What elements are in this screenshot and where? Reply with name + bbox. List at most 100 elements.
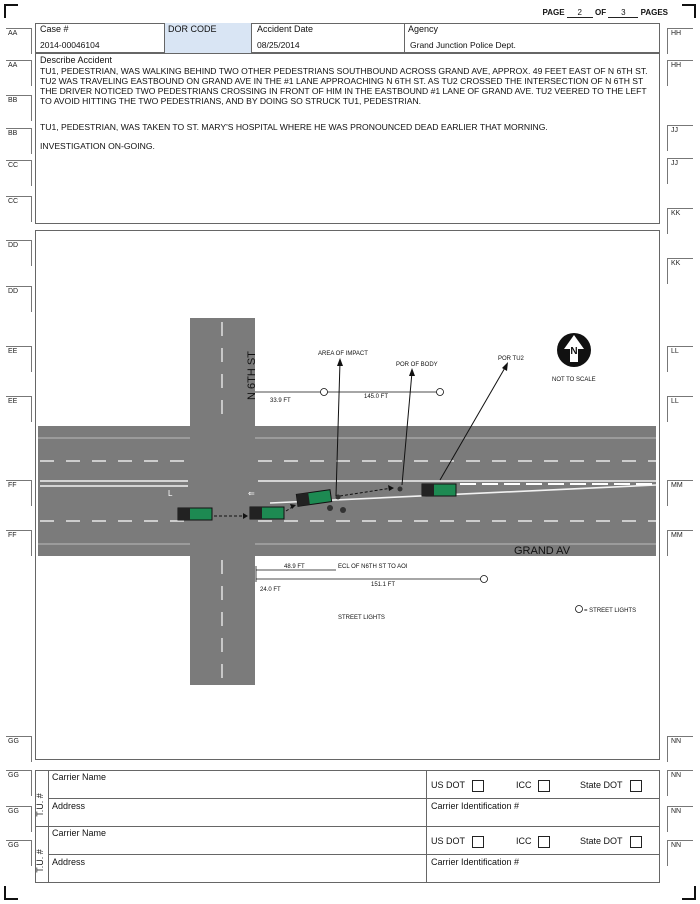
us-dot-checkbox[interactable]: [472, 836, 484, 848]
margin-label-left: AA: [6, 28, 32, 54]
icc-label: ICC: [516, 836, 532, 846]
state-dot-label: State DOT: [580, 780, 623, 790]
agency-value: Grand Junction Police Dept.: [410, 40, 516, 50]
page-of-label: OF: [595, 8, 607, 17]
margin-label-left: EE: [6, 346, 32, 372]
margin-label-left: CC: [6, 196, 32, 222]
page-current: 2: [566, 8, 593, 18]
margin-label-left: GG: [6, 840, 32, 866]
case-value: 2014-00046104: [40, 40, 100, 50]
margin-label-right: MM: [667, 480, 693, 506]
street-lights-legend: = STREET LIGHTS: [584, 608, 636, 614]
carrier-divider-h: [48, 798, 660, 799]
carrier-id-label: Carrier Identification #: [431, 857, 520, 867]
por-of-body-label: POR OF BODY: [396, 362, 438, 368]
margin-label-left: EE: [6, 396, 32, 422]
pedestrians: [327, 486, 403, 513]
icc-checkbox[interactable]: [538, 780, 550, 792]
state-dot-label: State DOT: [580, 836, 623, 846]
describe-accident-label: Describe Accident: [40, 55, 113, 65]
margin-label-left: BB: [6, 128, 32, 154]
margin-label-left: GG: [6, 806, 32, 832]
margin-label-left: BB: [6, 95, 32, 121]
address-label: Address: [52, 857, 86, 867]
dor-code-label: DOR CODE: [168, 24, 217, 34]
describe-accident-box: [35, 53, 660, 224]
address-label: Address: [52, 801, 86, 811]
margin-label-left: FF: [6, 530, 32, 556]
margin-label-right: KK: [667, 258, 693, 284]
describe-paragraph-3: INVESTIGATION ON-GOING.: [40, 141, 155, 151]
vehicle-tu2-final: [421, 483, 457, 497]
carrier-name-label: Carrier Name: [52, 828, 107, 838]
state-dot-checkbox[interactable]: [630, 780, 642, 792]
margin-label-left: AA: [6, 60, 32, 86]
street-lights-label: STREET LIGHTS: [338, 615, 385, 621]
area-of-impact-label: AREA OF IMPACT: [318, 351, 368, 357]
arrow-mark-1: ⇐: [248, 489, 255, 498]
margin-label-right: NN: [667, 736, 693, 762]
north-label: N: [570, 346, 577, 357]
us-dot-checkbox[interactable]: [472, 780, 484, 792]
carrier-id-label: Carrier Identification #: [431, 801, 520, 811]
margin-label-right: JJ: [667, 125, 693, 151]
case-label: Case #: [40, 24, 69, 34]
margin-label-right: NN: [667, 770, 693, 796]
margin-label-left: FF: [6, 480, 32, 506]
dor-code-cell: [164, 23, 252, 53]
margin-label-right: NN: [667, 806, 693, 832]
icc-checkbox[interactable]: [538, 836, 550, 848]
page-label: PAGE: [542, 8, 565, 17]
margin-label-right: KK: [667, 208, 693, 234]
us-dot-label: US DOT: [431, 836, 466, 846]
carrier-divider-h: [48, 854, 660, 855]
margin-label-right: JJ: [667, 158, 693, 184]
icc-label: ICC: [516, 780, 532, 790]
corner-mark-tl: [4, 4, 18, 18]
margin-label-right: HH: [667, 60, 693, 86]
corner-mark-br: [682, 886, 696, 900]
corner-mark-tr: [682, 4, 696, 18]
north-arrow-icon: N: [557, 333, 591, 367]
por-tu2-label: POR TU2: [498, 356, 525, 362]
grand-av-label: GRAND AV: [514, 545, 571, 557]
n-6th-st-label: N 6TH ST: [246, 351, 258, 400]
margin-label-right: LL: [667, 396, 693, 422]
measure-24-0: 24.0 FT: [260, 587, 281, 593]
page-total: 3: [608, 8, 639, 18]
ecl-label: ECL OF N6TH ST TO AOI: [338, 564, 408, 570]
page-indicator: PAGE 2 OF 3 PAGES: [542, 8, 668, 18]
carrier-name-label: Carrier Name: [52, 772, 107, 782]
vehicle-tu2-position-2: [249, 506, 285, 520]
margin-label-right: LL: [667, 346, 693, 372]
pages-label: PAGES: [640, 8, 668, 17]
accident-date-label: Accident Date: [257, 24, 314, 34]
margin-label-left: GG: [6, 736, 32, 762]
corner-mark-bl: [4, 886, 18, 900]
grand-ave-road: [38, 426, 656, 556]
agency-label: Agency: [408, 24, 439, 34]
margin-label-left: DD: [6, 286, 32, 312]
vehicle-tu2-impact: [295, 489, 333, 507]
diagram-box: [35, 230, 660, 760]
margin-label-left: GG: [6, 770, 32, 796]
describe-paragraph-1: TU1, PEDESTRIAN, WAS WALKING BEHIND TWO …: [40, 66, 648, 106]
tu-number-label: T.U. #: [34, 793, 45, 817]
not-to-scale-label: NOT TO SCALE: [552, 377, 596, 383]
measure-145-0: 145.0 FT: [364, 394, 388, 400]
margin-label-left: DD: [6, 240, 32, 266]
measure-33-9: 33.9 FT: [270, 398, 291, 404]
margin-label-right: MM: [667, 530, 693, 556]
tu-number-label: T.U. #: [34, 849, 45, 873]
vehicle-tu2-position-1: [177, 507, 213, 521]
state-dot-checkbox[interactable]: [630, 836, 642, 848]
us-dot-label: US DOT: [431, 780, 466, 790]
describe-paragraph-2: TU1, PEDESTRIAN, WAS TAKEN TO ST. MARY'S…: [40, 122, 548, 132]
accident-date-value: 08/25/2014: [257, 40, 300, 50]
lane-marker: L: [168, 489, 173, 498]
header-table: [35, 23, 660, 53]
margin-label-right: HH: [667, 28, 693, 54]
margin-label-right: NN: [667, 840, 693, 866]
measure-48-9: 48.9 FT: [284, 564, 305, 570]
